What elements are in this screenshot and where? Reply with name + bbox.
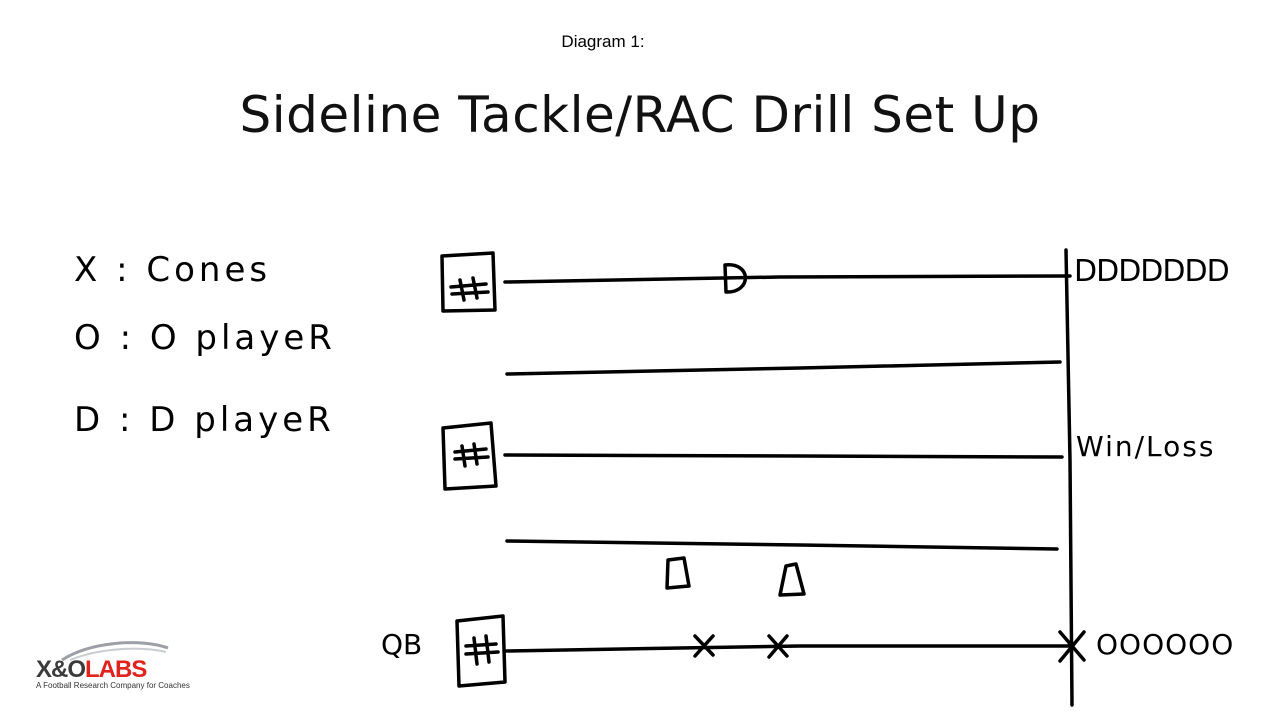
x-cone-2 <box>767 634 789 659</box>
win-loss-label: Win/Loss <box>1076 430 1216 463</box>
legend-cones: X : Cones <box>74 250 272 290</box>
drill-line-2 <box>505 360 1062 376</box>
qb-label: QB <box>381 628 423 661</box>
cone-bag-2 <box>778 562 806 597</box>
d-player-queue: DDDDDDD <box>1074 254 1230 289</box>
drill-line-4 <box>505 539 1059 551</box>
logo-swoosh-icon <box>61 641 169 662</box>
cone-bag-1 <box>665 556 691 590</box>
box-1 <box>440 251 497 313</box>
box-2 <box>441 421 498 491</box>
x-cone-1 <box>693 634 715 658</box>
diagram-caption: Diagram 1: <box>561 32 645 51</box>
d-player-on-line <box>723 263 748 294</box>
logo-brand-xo: X&O <box>36 656 86 683</box>
logo-brand-labs: LABS <box>85 656 147 683</box>
legend-o-player: O : O playeR <box>74 318 336 358</box>
page-title: Sideline Tackle/RAC Drill Set Up <box>239 86 1041 144</box>
logo-tagline: A Football Research Company for Coaches <box>36 681 190 690</box>
sideline <box>1064 248 1074 707</box>
box-3 <box>455 614 507 688</box>
drill-line-3 <box>503 453 1064 459</box>
drill-line-5 <box>503 644 1074 653</box>
o-player-queue: OOOOOO <box>1096 628 1235 661</box>
logo-brand: X&OLABS <box>36 656 147 684</box>
xo-labs-logo: X&OLABS A Football Research Company for … <box>36 640 190 700</box>
legend-d-player: D : D playeR <box>74 400 335 440</box>
drill-line-1 <box>503 274 1072 284</box>
x-cone-sideline <box>1058 630 1086 663</box>
